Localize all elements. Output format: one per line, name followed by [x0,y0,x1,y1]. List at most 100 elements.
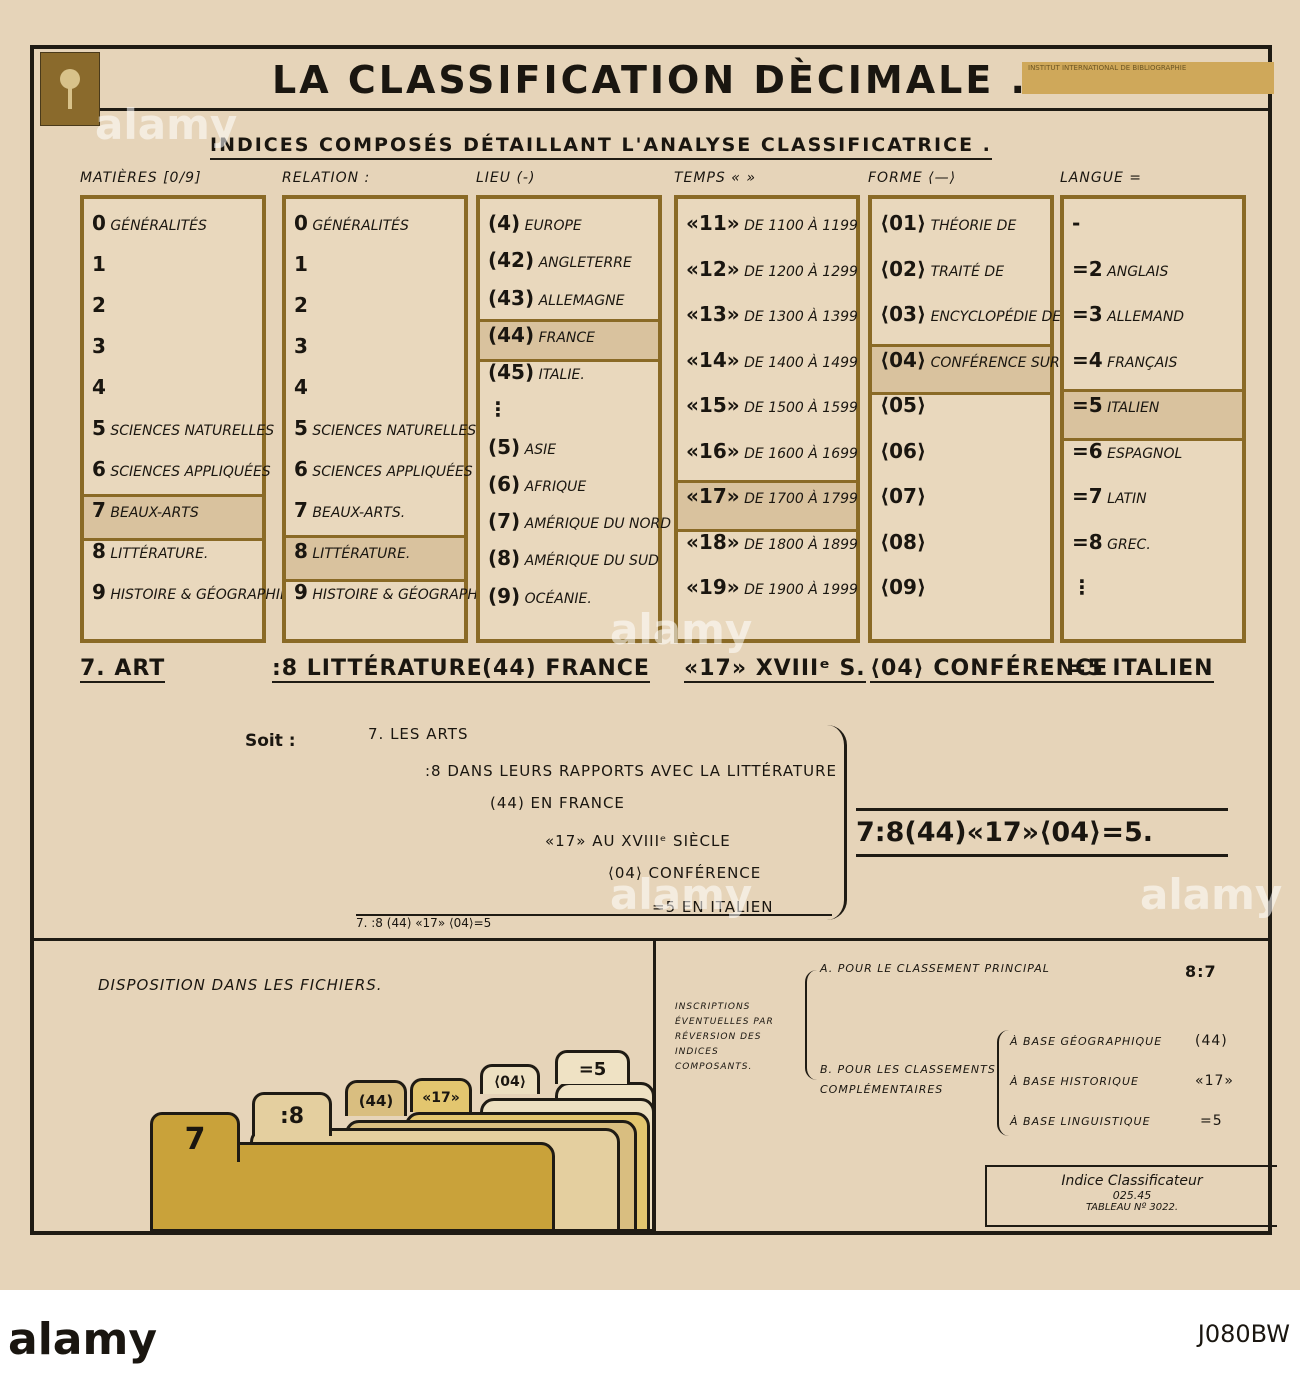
class-label: LITTÉRATURE. [307,546,411,562]
subtitle: INDICES COMPOSÉS DÉTAILLANT L'ANALYSE CL… [210,134,992,160]
class-number: 8 [294,539,308,563]
class-item: «13» DE 1300 À 1399 [686,302,858,326]
watermark: alamy [610,870,753,919]
class-item: ⟨04⟩ CONFÉRENCE SUR [880,348,1060,372]
class-item: 4 [92,375,106,399]
class-number: =7 [1072,484,1103,509]
class-item: 2 [294,293,308,317]
class-number: (5) [488,434,521,459]
class-number: 0 [92,211,106,235]
class-item: ⟨06⟩ [880,439,926,463]
soit-brace [826,725,847,920]
class-label: BEAUX-ARTS [105,505,199,521]
soit-line: (44) EN FRANCE [490,794,625,812]
soit-line: 7. LES ARTS [368,725,469,743]
inscription-brace [805,970,817,1080]
column-heading: FORME ⟨—⟩ [868,170,957,186]
class-item: (4) EUROPE [488,211,582,235]
class-number: «16» [686,438,740,463]
class-number: (6) [488,471,521,496]
class-number: ⟨05⟩ [880,393,927,418]
base-historique: À BASE HISTORIQUE [1010,1075,1139,1088]
column-heading: LIEU (-) [476,170,536,186]
class-label: EUROPE [520,218,582,234]
result-label: :8 LITTÉRATURE [272,656,483,683]
class-item: (9) OCÉANIE. [488,584,592,608]
class-label: ASIE [520,441,557,458]
class-number: 3 [294,334,308,358]
class-label: ENCYCLOPÉDIE DE [926,309,1062,326]
class-number: 0 [294,211,308,235]
soit-line: «17» AU XVIIIᵉ SIÈCLE [545,832,731,850]
files-label: DISPOSITION DANS LES FICHIERS. [98,976,383,994]
class-number: =8 [1072,529,1103,554]
page-title: LA CLASSIFICATION DÈCIMALE . [272,58,1028,102]
class-label: FRANÇAIS [1102,354,1178,371]
class-item: 1 [92,252,106,276]
class-label: LATIN [1102,491,1147,508]
class-label: ANGLETERRE [534,255,632,272]
class-item: 5 SCIENCES NATURELLES [92,416,274,440]
class-label: FRANCE [534,329,596,346]
class-item: =2 ANGLAIS [1072,257,1168,281]
class-number: (44) [488,322,535,347]
classification-column: «11» DE 1100 À 1199«12» DE 1200 À 1299«1… [674,195,860,643]
class-label: THÉORIE DE [926,218,1017,234]
class-number: 1 [92,252,106,276]
selected-row-highlight [1064,389,1242,441]
selected-row-highlight [480,318,658,363]
signature-code: 025.45 [1112,1189,1152,1202]
class-label: SCIENCES NATURELLES [105,423,275,439]
class-number: 9 [294,580,308,604]
class-number: ⟨07⟩ [880,484,927,509]
class-label: GÉNÉRALITÉS [307,218,409,234]
complementaires-brace [997,1030,1009,1136]
class-item: 7 BEAUX-ARTS. [294,498,405,522]
class-item: (8) AMÉRIQUE DU SUD [488,546,659,570]
image-code: J080BW [1197,1320,1290,1348]
class-number: (7) [488,509,521,534]
result-label: «17» XVIIIᵉ S. [684,656,866,683]
classements-complementaires: B. POUR LES CLASSEMENTS COMPLÉMENTAIRES [820,1063,996,1096]
tree-icon [60,69,80,109]
class-label: DE 1700 À 1799 [739,491,858,508]
file-card-tab: =5 [555,1050,630,1084]
class-label: ALLEMAGNE [534,292,625,309]
soit-line: :8 DANS LEURS RAPPORTS AVEC LA LITTÉRATU… [425,762,837,780]
class-label: GREC. [1102,536,1151,553]
file-card-tab: 7 [150,1112,240,1162]
class-label: SCIENCES NATURELLES [307,423,477,439]
class-label: DE 1900 À 1999 [739,582,858,599]
class-number: «13» [686,302,740,327]
section-divider [30,938,1272,941]
class-number: (45) [488,360,535,385]
class-number: ⋮ [1072,575,1092,600]
class-label: ANGLAIS [1102,263,1169,280]
class-label: HISTOIRE & GÉOGRAPHIE [105,587,289,603]
class-label: DE 1400 À 1499 [739,354,858,371]
file-card-tab: :8 [252,1092,332,1136]
class-label: DE 1100 À 1199 [739,218,858,234]
class-label: GÉNÉRALITÉS [105,218,207,234]
class-number: 6 [92,457,106,481]
class-item: =8 GREC. [1072,530,1151,554]
class-label: AMÉRIQUE DU NORD [520,516,672,533]
selected-row-highlight [286,535,464,582]
result-label: =5 ITALIEN [1068,656,1214,683]
class-label: DE 1800 À 1899 [739,536,858,553]
base-linguistique: À BASE LINGUISTIQUE [1010,1115,1151,1128]
class-label: ALLEMAND [1102,309,1185,326]
class-number: 5 [92,416,106,440]
class-number: ⟨09⟩ [880,575,927,600]
class-item: 0 GÉNÉRALITÉS [92,211,207,235]
class-number: 3 [92,334,106,358]
class-item: ⟨08⟩ [880,530,926,554]
class-label: AMÉRIQUE DU SUD [520,553,659,570]
class-item: 9 HISTOIRE & GÉOGRAPHIE [294,580,491,604]
formula: 7:8(44)«17»⟨04⟩=5. [856,808,1228,857]
base-linguistique-value: =5 [1200,1113,1223,1129]
class-item: ⋮ [1072,575,1092,599]
class-label: BEAUX-ARTS. [307,505,406,521]
soit-label: Soit : [245,731,296,751]
